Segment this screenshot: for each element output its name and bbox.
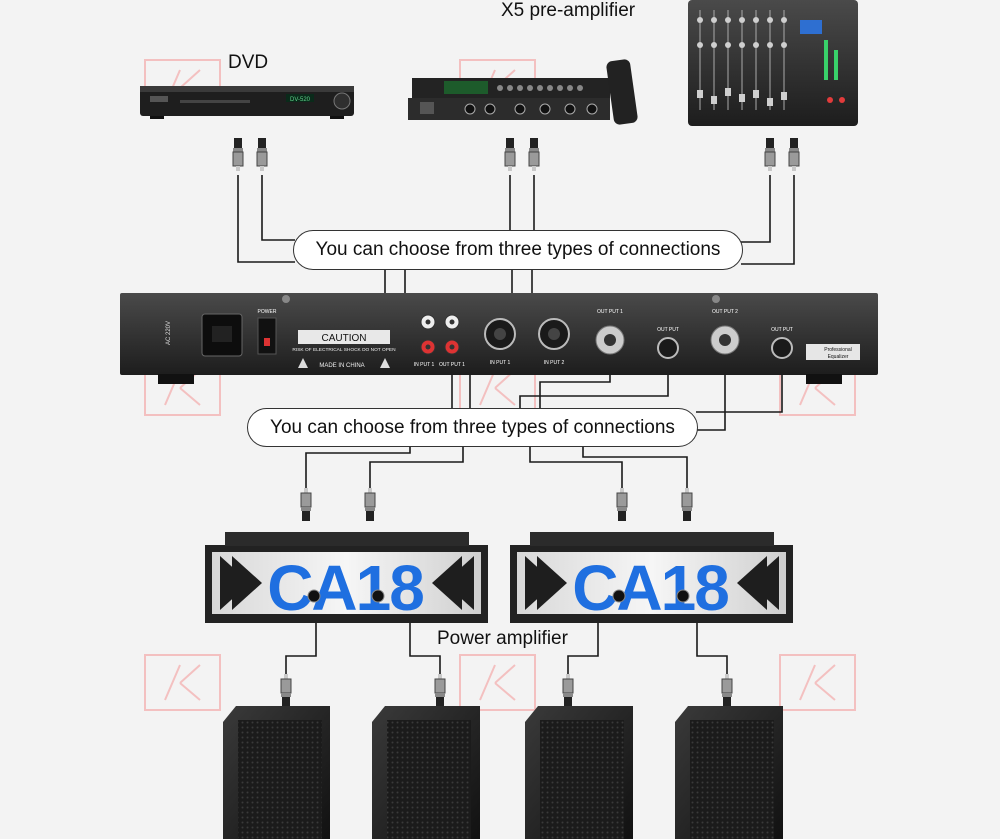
- ac-label: AC 220V: [166, 321, 172, 345]
- amp-model-text: CA18: [572, 552, 728, 624]
- rca-output1-label: OUT PUT 1: [439, 362, 465, 368]
- jack-output1-label: OUT PUT: [657, 327, 679, 333]
- made-in-label: MADE IN CHINA: [319, 363, 364, 369]
- connection-callout-top: You can choose from three types of conne…: [293, 230, 743, 270]
- preamp-label: X5 pre-amplifier: [501, 0, 636, 21]
- dvd-label: DVD: [228, 52, 269, 73]
- wire-amp2-spk1: [567, 622, 599, 676]
- mixer-device: [688, 0, 858, 126]
- power-amplifier-1: CA18: [205, 532, 488, 624]
- xlr-input-2: [538, 318, 570, 350]
- watermark-logo: [779, 654, 856, 711]
- connection-callout-bottom: You can choose from three types of conne…: [247, 408, 698, 447]
- xlr-output1-label: OUT PUT 1: [597, 309, 623, 315]
- xlr-input2-label: IN PUT 2: [544, 360, 565, 366]
- caution-label: CAUTION: [322, 333, 367, 344]
- xlr-output2-label: OUT PUT 2: [712, 309, 738, 315]
- badge-line1: Professional: [824, 347, 852, 353]
- amp-model-text: CA18: [267, 552, 423, 624]
- wire-jack-out2: [696, 366, 783, 413]
- jack-output2-label: OUT PUT: [771, 327, 793, 333]
- power-amplifier-2: CA18: [510, 532, 793, 624]
- wire-dvd-left: [237, 175, 295, 263]
- speaker-3: [525, 706, 633, 839]
- xlr-input1-label: IN PUT 1: [490, 360, 511, 366]
- wire-amp2-in-l: [529, 444, 623, 488]
- wire-amp2-spk2: [696, 622, 728, 676]
- rca-jack-group: [420, 314, 460, 355]
- wire-dvd-right: [261, 175, 295, 241]
- wire-amp2-in-r: [582, 444, 688, 488]
- wire-amp1-in-l: [305, 444, 411, 488]
- power-switch: [257, 317, 277, 355]
- speaker-4: [675, 706, 783, 839]
- equalizer-rear-panel: AC 220V POWER CAUTION RISK OF ELECTRICAL…: [120, 293, 878, 384]
- power-amplifier-label: Power amplifier: [437, 628, 568, 649]
- speakers: [223, 706, 783, 839]
- preamp-device: [408, 59, 638, 125]
- wire-mixer-left: [741, 175, 771, 243]
- wire-mixer-right: [741, 175, 795, 265]
- power-label: POWER: [258, 309, 277, 315]
- dvd-player: DV-520: [140, 86, 354, 119]
- remote-control: [606, 59, 638, 125]
- dvd-display-text: DV-520: [290, 97, 311, 103]
- caution-sub-label: RISK OF ELECTRICAL SHOCK DO NOT OPEN: [292, 347, 396, 353]
- wire-amp1-spk1: [285, 622, 317, 676]
- speaker-1: [223, 706, 330, 839]
- badge-line2: Equalizer: [828, 354, 849, 360]
- wire-jack-out1: [519, 366, 669, 410]
- speaker-2: [372, 706, 480, 839]
- rca-input1-label: IN PUT 1: [414, 362, 435, 368]
- watermark-logo: [459, 654, 536, 711]
- wire-amp1-spk2: [409, 622, 441, 676]
- wire-amp1-in-r: [369, 444, 464, 488]
- watermark-logo: [144, 654, 221, 711]
- xlr-input-1: [484, 318, 516, 350]
- wire-xlr-out2: [696, 366, 726, 431]
